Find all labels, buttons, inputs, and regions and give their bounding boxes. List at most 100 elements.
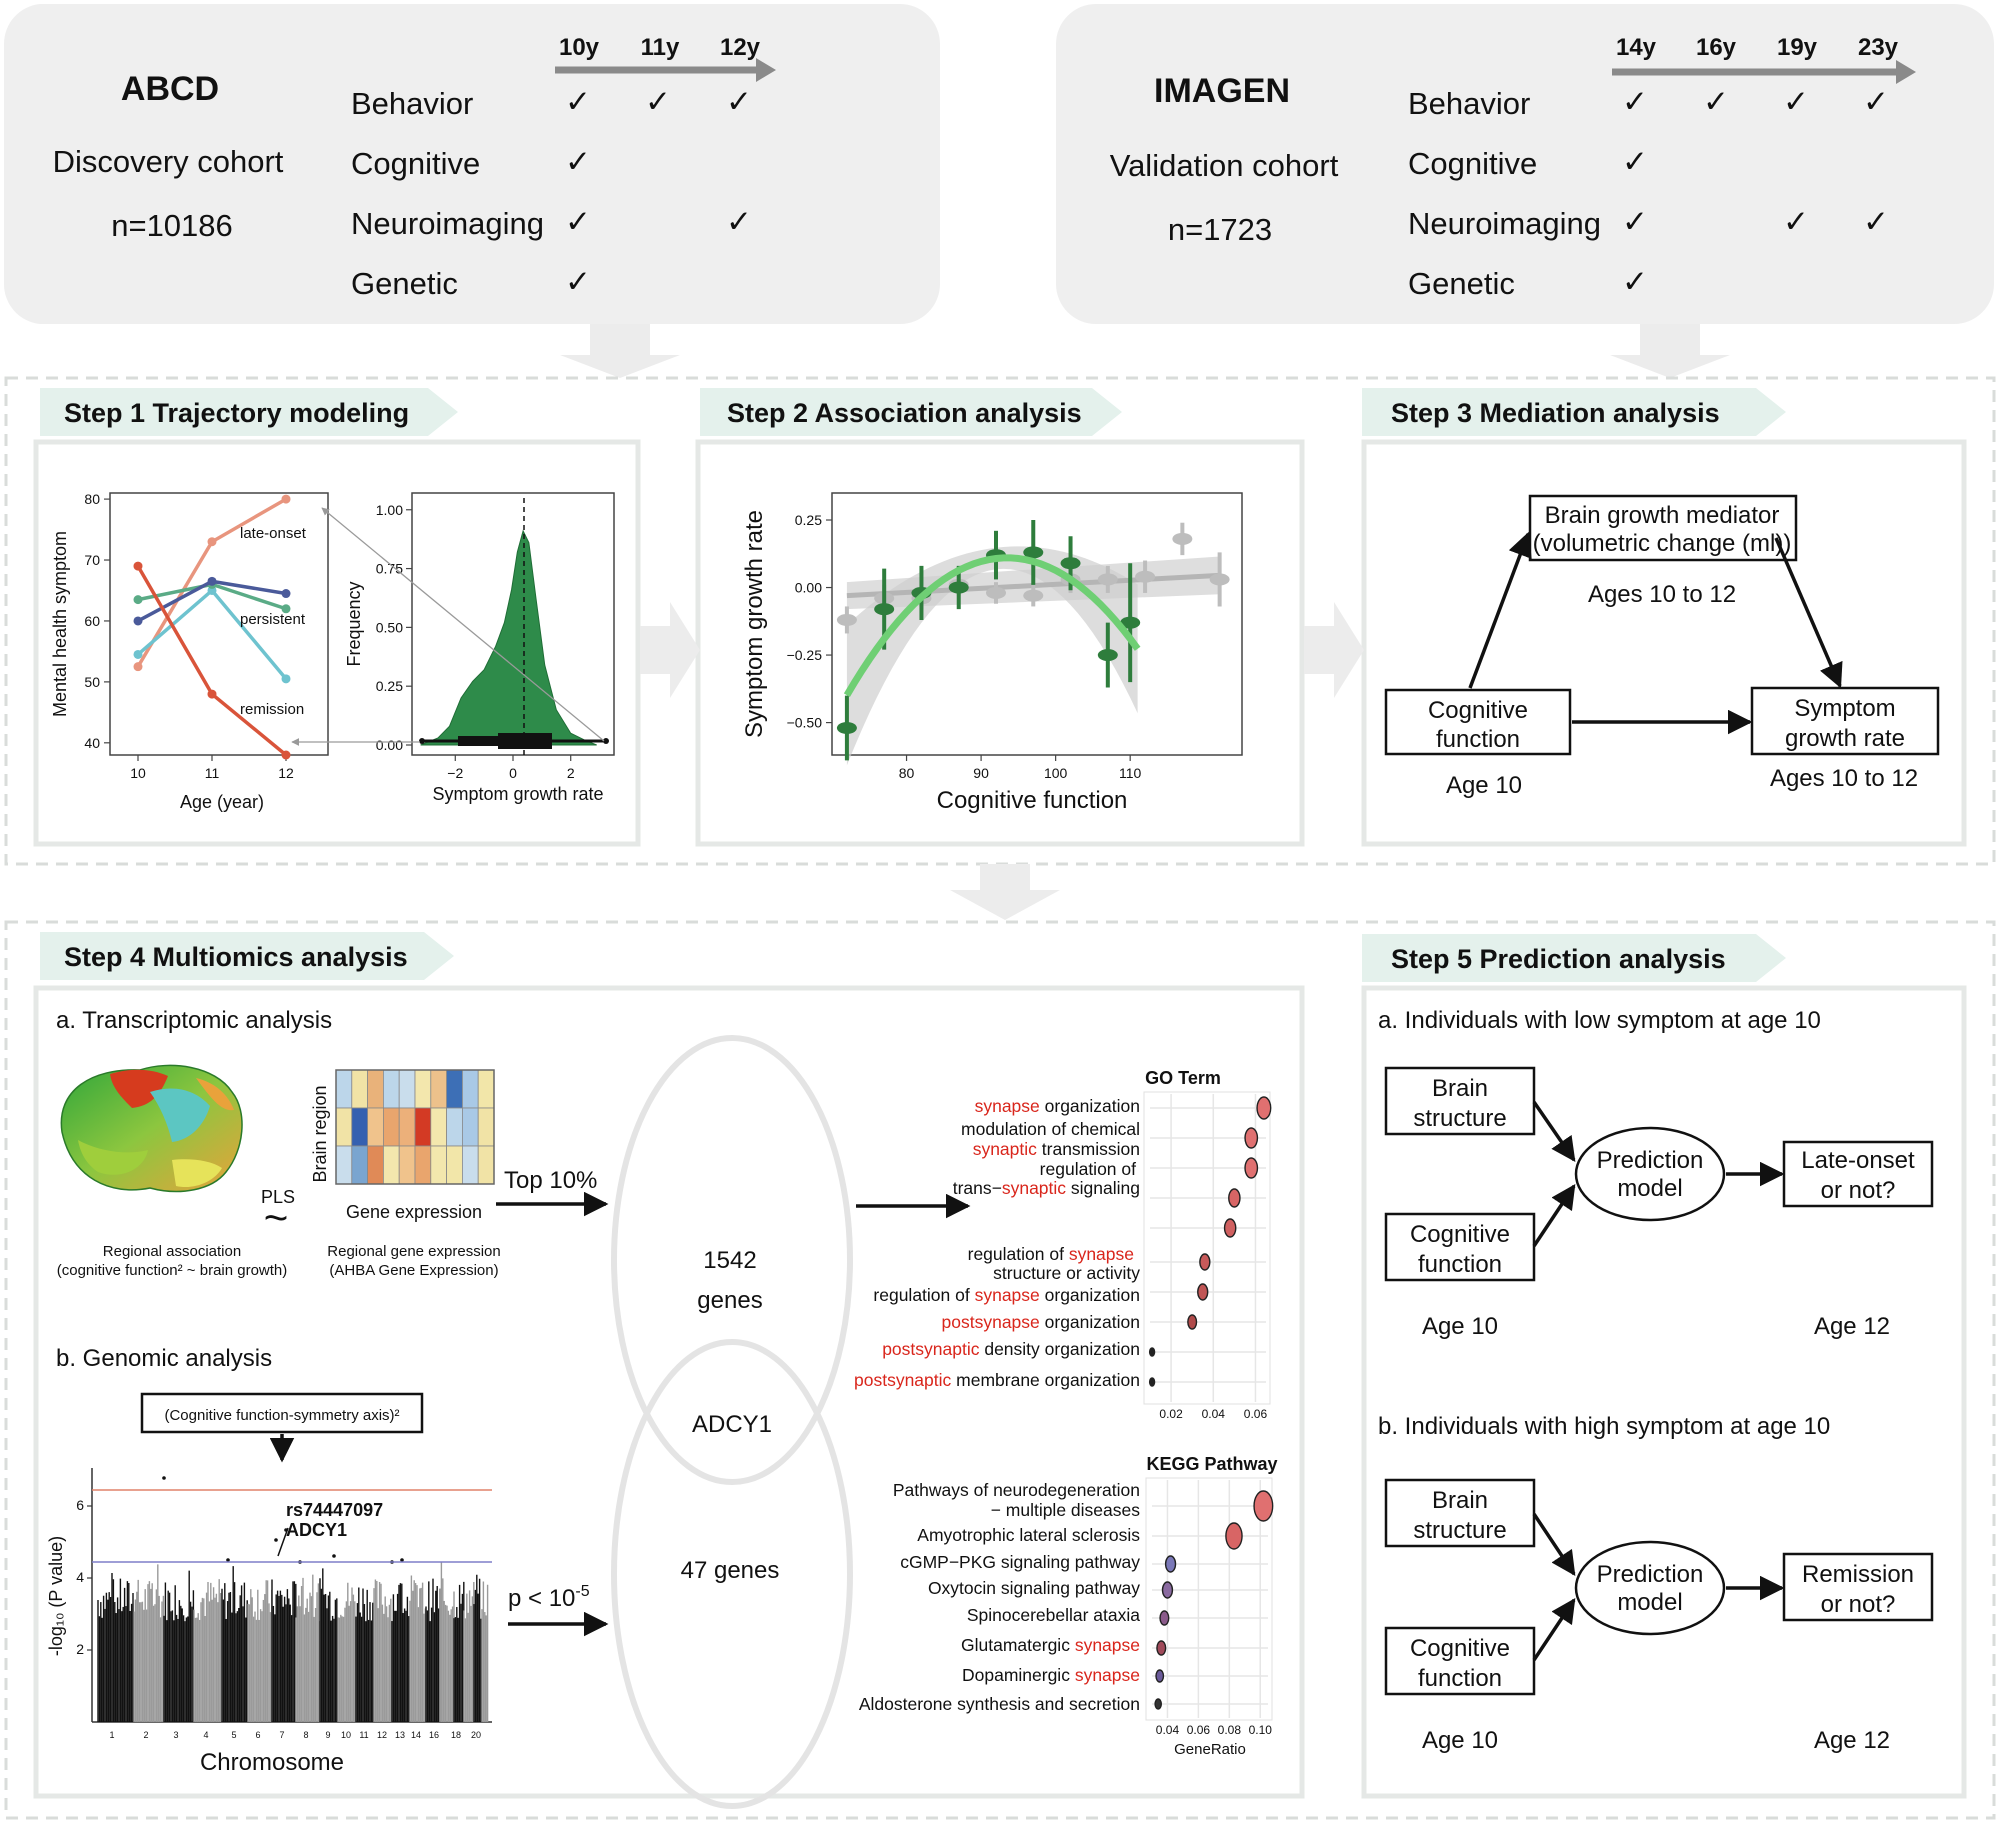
- chromosome-tick: 4: [203, 1730, 208, 1740]
- heatmap-cell: [382, 1107, 400, 1147]
- imagen-checks: ✓ ✓ ✓ ✓ ✓ ✓ ✓ ✓ ✓: [1622, 84, 1889, 299]
- go-term-2: modulation of chemical: [961, 1119, 1140, 1139]
- brain-region-red: [110, 1069, 168, 1108]
- heatmap-cell: [414, 1145, 432, 1185]
- step5-tab: [1362, 934, 1786, 982]
- prediction-high-symptom: b. Individuals with high symptom at age …: [1378, 1413, 1934, 1754]
- ytick-label: 80: [84, 491, 100, 507]
- scatter-point: [948, 581, 969, 594]
- abcd-n: n=10186: [111, 208, 233, 243]
- scatter-point: [1097, 573, 1118, 586]
- arrow-cog-to-model-b: [1532, 1597, 1576, 1661]
- trajectory-point: [281, 604, 291, 614]
- check-icon: ✓: [1863, 84, 1889, 119]
- density-area: [420, 529, 597, 746]
- prediction-model-a: [1574, 1126, 1726, 1222]
- heatmap-xlabel: Gene expression: [346, 1202, 482, 1222]
- density-xlabel: Symptom growth rate: [432, 784, 603, 804]
- step4-title: Step 4 Multiomics analysis: [64, 942, 408, 972]
- heatmap-cell: [430, 1107, 447, 1147]
- ytick-label: 0.25: [376, 678, 403, 694]
- cognitive-line1: Cognitive: [1428, 697, 1528, 724]
- check-icon: ✓: [1622, 264, 1648, 299]
- enrichment-dot: [1164, 1555, 1177, 1573]
- ytick-label: 0.00: [376, 737, 403, 753]
- trajectory-point: [133, 616, 143, 626]
- top-10-label: Top 10%: [504, 1167, 597, 1194]
- go-term-11: postsynaptic membrane organization: [854, 1370, 1140, 1390]
- ytick-label: 50: [84, 674, 100, 690]
- manhattan-yticks: 246: [76, 1497, 92, 1657]
- heatmap-cell: [461, 1107, 479, 1147]
- enrichment-dot: [1199, 1253, 1211, 1271]
- enrichment-dot: [1253, 1490, 1274, 1522]
- xtick-label: −2: [447, 765, 463, 781]
- cognitive-a-line1: Cognitive: [1410, 1221, 1510, 1248]
- venn-bottom-ellipse: [611, 1339, 853, 1809]
- dotplot-xtick: 0.06: [1187, 1723, 1211, 1737]
- go-term-labels: synapse organization modulation of chemi…: [854, 1096, 1140, 1390]
- xtick-label: 2: [567, 765, 575, 781]
- chromosome-tick: 16: [429, 1730, 439, 1740]
- chromosome-tick: 6: [255, 1730, 260, 1740]
- step2-tab: [700, 388, 1122, 436]
- regional-expr-line2: (AHBA Gene Expression): [329, 1262, 498, 1279]
- symptom-line1: Symptom: [1794, 695, 1895, 722]
- venn-top-ellipse: [611, 1035, 853, 1485]
- prediction-model-b: [1574, 1540, 1726, 1636]
- abcd-measure-neuroimaging: Neuroimaging: [351, 206, 544, 241]
- enrichment-dot: [1154, 1698, 1162, 1710]
- abcd-checks: ✓ ✓ ✓ ✓ ✓ ✓ ✓: [565, 84, 752, 299]
- step5-title: Step 5 Prediction analysis: [1391, 944, 1726, 974]
- p-threshold: p < 10-5: [508, 1583, 590, 1612]
- arrow-brain-to-model-b: [1532, 1513, 1576, 1577]
- go-term-6: regulation of synapse: [968, 1244, 1134, 1264]
- trajectory-point: [133, 561, 143, 571]
- scatter-point: [1060, 557, 1081, 570]
- line-chart-series: [133, 494, 291, 760]
- xtick-label: 100: [1044, 765, 1068, 781]
- abcd-measure-behavior: Behavior: [351, 86, 473, 121]
- cognitive-box-b: [1384, 1626, 1536, 1696]
- dotplot-xtick: 0.02: [1159, 1407, 1183, 1421]
- check-icon: ✓: [1783, 84, 1809, 119]
- step1-title: Step 1 Trajectory modeling: [64, 398, 409, 428]
- steps-4-5-frame: [4, 920, 1996, 1820]
- xtick-label: 110: [1119, 765, 1142, 781]
- step3-tab: [1362, 388, 1786, 436]
- assoc-xlabel: Cognitive function: [937, 787, 1128, 814]
- step3-mediation-diagram: Brain growth mediator (volumetric change…: [1384, 494, 1940, 799]
- ytick-label: 0.50: [376, 619, 403, 635]
- heatmap-cell: [351, 1069, 368, 1109]
- symptom-age: Ages 10 to 12: [1770, 765, 1918, 792]
- step4-tab: [40, 932, 454, 980]
- step2-title: Step 2 Association analysis: [727, 398, 1082, 428]
- heatmap-cell: [398, 1107, 416, 1147]
- heatmap-cell: [430, 1069, 447, 1109]
- venn-overlap-gene: ADCY1: [692, 1411, 772, 1438]
- kegg-term-7: Dopaminergic synapse: [962, 1665, 1140, 1685]
- check-icon: ✓: [1703, 84, 1729, 119]
- scatter-point: [1135, 570, 1156, 583]
- scatter-point: [1023, 589, 1044, 602]
- scatter-point: [874, 603, 895, 616]
- cognitive-box-a: [1384, 1212, 1536, 1282]
- right-arrow-2-3: [1304, 602, 1364, 698]
- heatmap-cell: [367, 1107, 384, 1147]
- venn-top-unit: genes: [697, 1287, 762, 1314]
- manhattan-top-snp: [226, 1558, 230, 1562]
- chromosome-tick: 1: [109, 1730, 114, 1740]
- prediction-model-a-line2: model: [1617, 1175, 1682, 1202]
- imagen-measure-behavior: Behavior: [1408, 86, 1530, 121]
- density-ylabel: Frequency: [344, 581, 364, 666]
- heatmap-cell: [382, 1145, 400, 1185]
- label-remission: remission: [240, 701, 304, 718]
- scatter-point: [1172, 532, 1193, 545]
- heatmap-cell: [335, 1145, 353, 1185]
- trajectory-point: [281, 494, 291, 504]
